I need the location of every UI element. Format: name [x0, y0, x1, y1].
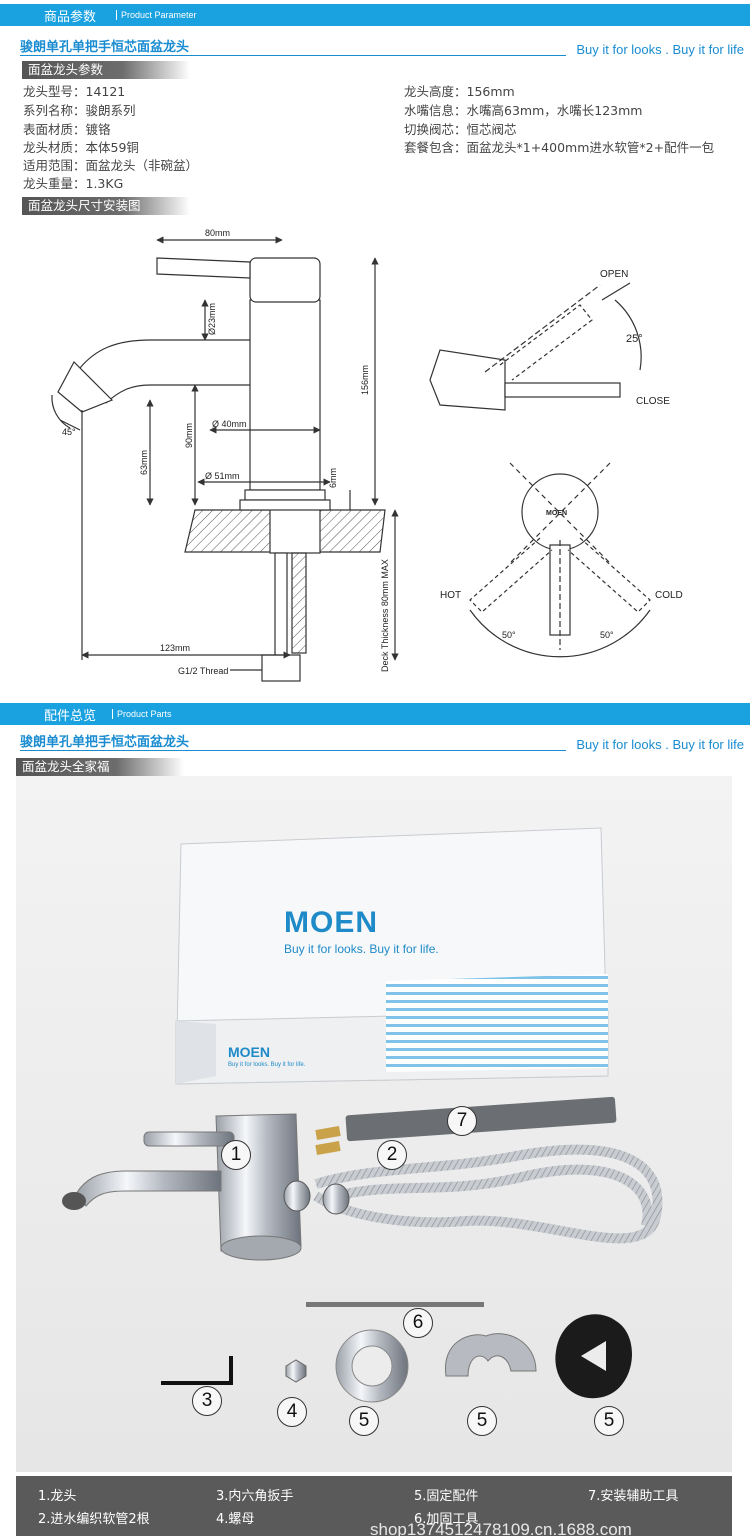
section-header-parameters: 商品参数 Product Parameter: [0, 4, 750, 26]
angle-50-left: 50°: [502, 630, 516, 640]
legend-item-1: 1.龙头: [38, 1489, 77, 1504]
dimension-diagram: 80mm 156mm Ø23mm Ø 40mm 90mm 63mm Ø 51mm…: [51, 228, 683, 682]
box-brand-small: MOEN: [228, 1044, 270, 1060]
box-brand: MOEN: [284, 906, 378, 939]
angle-45: 45°: [62, 427, 76, 437]
spec-weight: 龙头重量：1.3KG: [23, 176, 124, 191]
part-number-2: 2: [377, 1140, 407, 1170]
product-title-2: 骏朗单孔单把手恒芯面盆龙头: [20, 735, 190, 750]
close-label: CLOSE: [636, 396, 670, 407]
dim-63mm: 63mm: [139, 450, 149, 475]
dim-123mm: 123mm: [160, 643, 190, 653]
part-number-1: 1: [221, 1140, 251, 1170]
dim-40mm: Ø 40mm: [212, 419, 247, 429]
dim-80mm: 80mm: [205, 228, 230, 238]
legend-item-7: 7.安装辅助工具: [588, 1489, 679, 1504]
slogan: Buy it for looks . Buy it for life: [576, 42, 744, 57]
legend-item-2: 2.进水编织软管2根: [38, 1512, 150, 1527]
box-slogan: Buy it for looks. Buy it for life.: [284, 942, 439, 956]
spec-series: 系列名称：骏朗系列: [23, 103, 136, 118]
legend-item-5: 5.固定配件: [414, 1489, 479, 1504]
part-number-6: 6: [403, 1308, 433, 1338]
section-title-cn: 商品参数: [44, 10, 97, 25]
cold-label: COLD: [655, 590, 683, 601]
section-header-parts: 配件总览 Product Parts: [0, 703, 750, 725]
spec-model: 龙头型号：14121: [23, 84, 126, 99]
spec-scope: 适用范围：面盆龙头（非碗盆）: [23, 158, 199, 173]
handle-logo: MOEN: [546, 510, 567, 517]
hot-label: HOT: [440, 590, 461, 601]
open-label: OPEN: [600, 269, 628, 280]
slogan-2: Buy it for looks . Buy it for life: [576, 737, 744, 752]
part-number-5b: 5: [467, 1406, 497, 1436]
spec-cartridge: 切换阀芯：恒芯阀芯: [404, 122, 517, 137]
spec-package: 套餐包含：面盆龙头*1+400mm进水软管*2+配件一包: [404, 140, 715, 155]
angle-25: 25°: [626, 333, 643, 345]
part-number-7: 7: [447, 1106, 477, 1136]
spec-surface: 表面材质：镀铬: [23, 122, 111, 137]
title-underline-2: [20, 750, 566, 751]
dim-6mm: 6mm: [328, 468, 338, 488]
legend-item-3: 3.内六角扳手: [216, 1489, 294, 1504]
legend-item-6: 6.加固工具: [414, 1512, 479, 1527]
thread-label: G1/2 Thread: [178, 666, 228, 676]
spec-spout: 水嘴信息：水嘴高63mm，水嘴长123mm: [404, 103, 643, 118]
product-parts-illustration: [62, 827, 663, 1403]
shop-watermark: shop1374512478109.cn.1688.com: [370, 1520, 632, 1539]
sub-label-family: 面盆龙头全家福: [16, 758, 184, 776]
section2-title-en: Product Parts: [112, 709, 172, 719]
dim-51mm: Ø 51mm: [205, 471, 240, 481]
dim-23mm: Ø23mm: [207, 303, 217, 335]
spec-height: 龙头高度：156mm: [404, 84, 515, 99]
product-title: 骏朗单孔单把手恒芯面盆龙头: [20, 40, 190, 55]
part-number-5c: 5: [594, 1406, 624, 1436]
deck-thickness: Deck Thickness 80mm MAX: [380, 559, 390, 672]
sub-label-diagram: 面盆龙头尺寸安装图: [22, 197, 190, 215]
section2-title-cn: 配件总览: [44, 709, 97, 724]
angle-50-right: 50°: [600, 630, 614, 640]
parts-legend: 1.龙头 2.进水编织软管2根 3.内六角扳手 4.螺母 5.固定配件 6.加固…: [16, 1476, 732, 1536]
dim-156mm: 156mm: [360, 365, 370, 395]
product-photo: MOEN Buy it for looks. Buy it for life. …: [16, 776, 732, 1472]
section-title-en: Product Parameter: [116, 10, 197, 20]
part-number-3: 3: [192, 1386, 222, 1416]
part-number-4: 4: [277, 1397, 307, 1427]
part-number-5a: 5: [349, 1406, 379, 1436]
title-underline: [20, 55, 566, 56]
legend-item-4: 4.螺母: [216, 1512, 255, 1527]
spec-material: 龙头材质：本体59铜: [23, 140, 139, 155]
dim-90mm: 90mm: [184, 423, 194, 448]
box-slogan-small: Buy it for looks. Buy it for life.: [228, 1062, 306, 1068]
sub-label-specs: 面盆龙头参数: [22, 61, 190, 79]
